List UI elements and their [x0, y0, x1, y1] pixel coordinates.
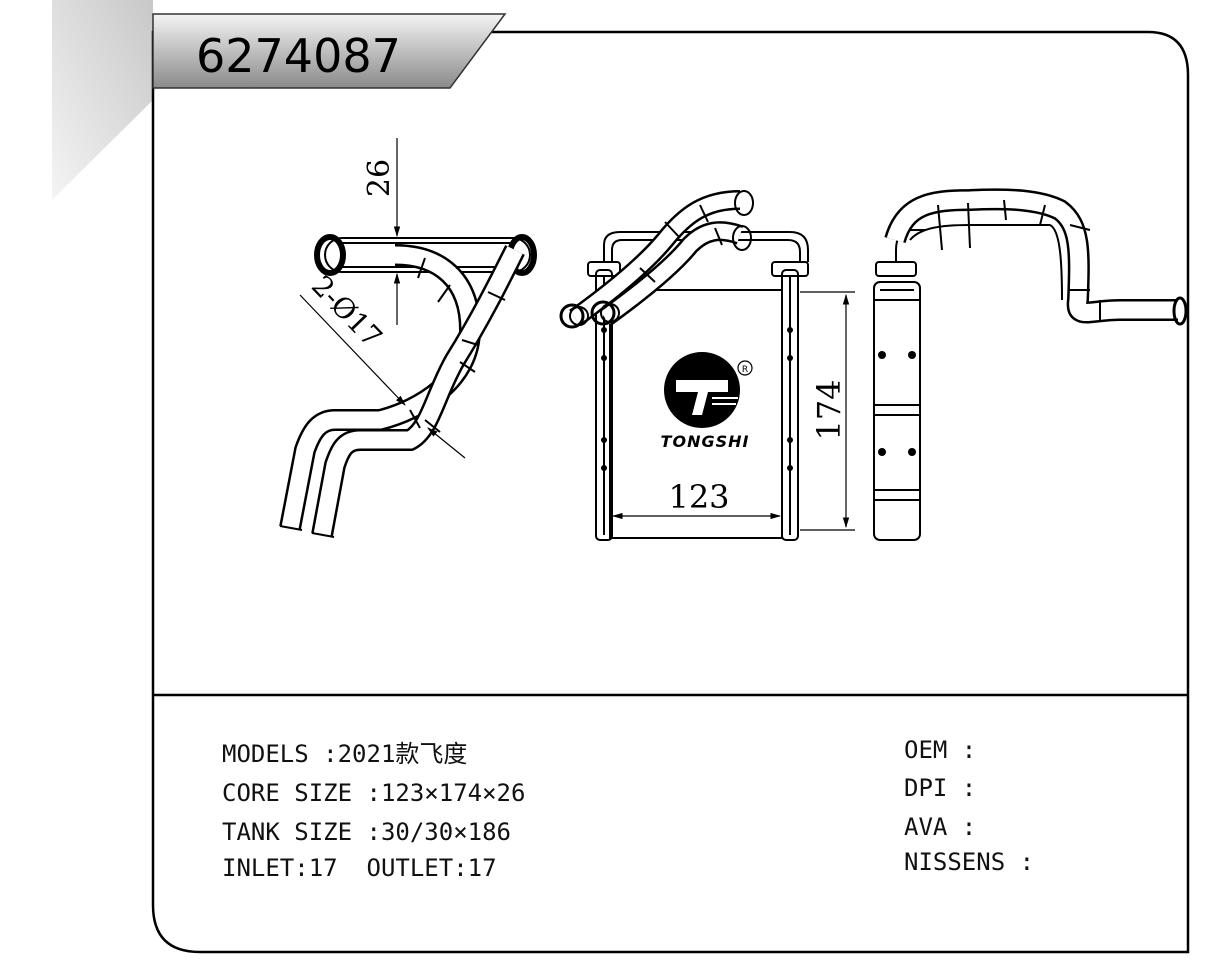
spec-inlet-outlet: INLET:17 OUTLET:17 — [222, 854, 497, 882]
dim-height-label: 174 — [810, 379, 848, 440]
tongshi-logo: R TONGSHI — [661, 352, 753, 451]
part-number: 6274087 — [196, 29, 401, 83]
spec-core-size: CORE SIZE :123×174×26 — [222, 779, 525, 807]
front-view — [559, 190, 809, 541]
spec-models: MODELS :2021款飞度 — [222, 740, 467, 768]
dim-thickness-label: 26 — [362, 159, 397, 197]
registered-mark: R — [742, 365, 748, 375]
brand-name: TONGSHI — [661, 432, 750, 451]
spec-tank-size: TANK SIZE :30/30×186 — [222, 818, 511, 846]
dim-width-label: 123 — [668, 478, 729, 516]
dim-pipe-diameter-label: 2-Ø17 — [305, 269, 388, 354]
dim-174 — [800, 291, 855, 531]
title-tab — [152, 13, 507, 89]
ref-nissens: NISSENS : — [904, 848, 1034, 876]
top-view — [279, 234, 537, 538]
ref-oem: OEM : — [904, 736, 976, 764]
ref-ava: AVA : — [904, 813, 976, 841]
side-view — [873, 188, 1188, 541]
ref-dpi: DPI : — [904, 774, 976, 802]
dim-pipe-diameter — [299, 294, 466, 459]
corner-decoration — [52, 0, 153, 200]
drawing-frame — [151, 30, 1190, 954]
